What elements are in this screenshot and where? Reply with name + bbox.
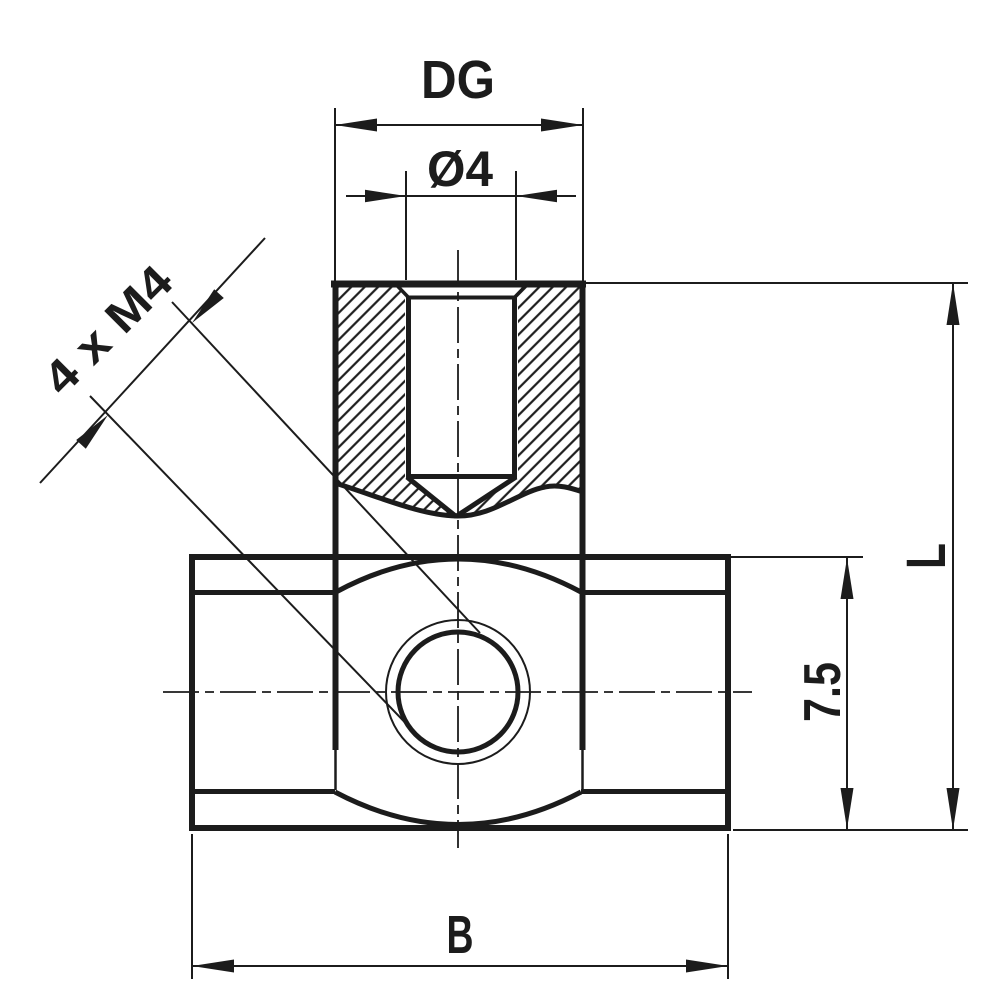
centerlines [163,250,752,848]
arrowhead-diagonal-upper-icon [192,289,224,323]
arrowhead-right-icon [686,959,728,973]
drill-point-right-edge [454,474,518,519]
tapped-hole-bore [405,298,518,477]
arrowhead-right-icon [541,118,583,132]
offset-label: 7.5 [794,662,852,722]
length-label: L [894,543,957,569]
bore-label: Ø4 [427,141,493,197]
arrowhead-down-icon [946,788,960,830]
countersink-chamfer-face [396,284,527,299]
arrowhead-inward-right-icon [516,189,557,203]
thread-callout-label: 4 x M4 [33,254,183,404]
arrowhead-left-icon [192,959,234,973]
arrowhead-left-icon [335,118,377,132]
thread-callout-dimension-line [39,237,266,484]
arrowhead-up-icon [840,558,854,599]
drill-point-cone [406,476,517,517]
dimension-thread-callout [39,237,481,739]
dg-label: DG [421,50,495,110]
cylinder-intersection-arc-top [334,556,583,595]
width-label: B [447,905,474,965]
drill-point-left-edge [405,475,458,519]
thread-leader-line-lower [89,395,421,739]
thread-leader-line-upper [171,301,481,634]
dimension-width-b [191,834,729,979]
arrowhead-up-icon [946,283,960,325]
dimension-dg [334,108,584,281]
dimension-offset-75 [730,556,863,829]
cylinder-intersection-arc-bottom [333,789,583,827]
section-view-threaded-boss [336,284,582,517]
section-outlines [331,280,586,790]
thread-major-circle [385,619,531,765]
chamfer-edge-right [511,283,529,301]
arrowhead-inward-left-icon [365,189,406,203]
thread-minor-circle [395,629,521,755]
section-break-wave [334,480,584,519]
arrowhead-diagonal-lower-icon [76,415,108,449]
dimension-bore [346,171,576,280]
arrowhead-down-icon [840,788,854,829]
front-view-block [189,554,731,831]
dimension-length-l [586,282,968,831]
chamfer-edge-left [394,283,412,301]
